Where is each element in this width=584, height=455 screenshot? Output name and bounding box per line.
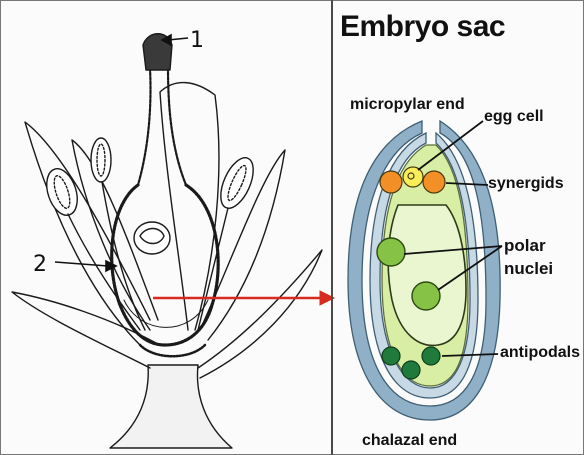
- label-egg-cell: egg cell: [484, 108, 544, 126]
- label-polar-line1: polar: [504, 236, 546, 256]
- label-micropylar-end: micropylar end: [350, 96, 465, 114]
- diagram-title: Embryo sac: [340, 10, 505, 44]
- label-polar-line2: nuclei: [504, 259, 553, 279]
- label-antipodals: antipodals: [500, 344, 580, 362]
- panel-divider: [331, 0, 333, 455]
- label-synergids: synergids: [488, 175, 564, 193]
- marker-2: 2: [33, 252, 47, 277]
- marker-1: 1: [190, 28, 204, 53]
- label-chalazal-end: chalazal end: [362, 432, 457, 450]
